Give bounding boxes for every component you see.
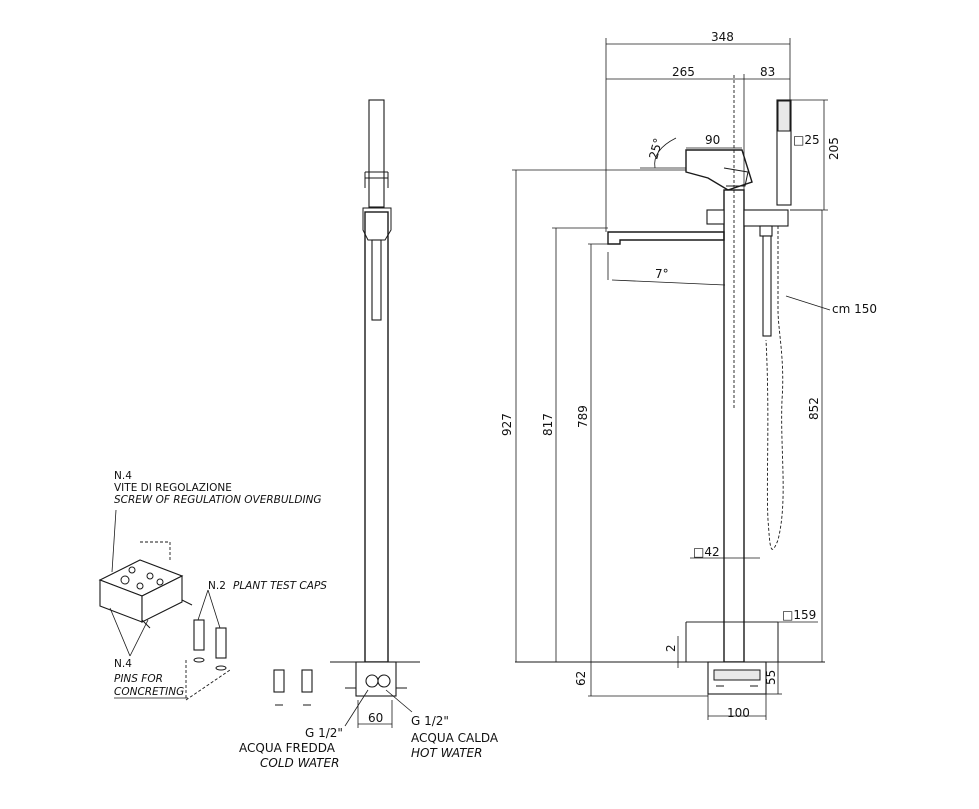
side-inlet-hot — [377, 674, 391, 688]
dim-62-label: 62 — [574, 671, 588, 686]
detail-cap-right — [215, 627, 227, 659]
dim-7deg-label: 7° — [655, 267, 669, 281]
detail-cap-right-washer — [215, 665, 227, 671]
side-holder — [364, 171, 389, 188]
side-inlet-cold — [365, 674, 379, 688]
cold-label-it: ACQUA FREDDA — [239, 741, 336, 755]
leader-hose — [785, 295, 831, 311]
side-holder-bracket — [362, 207, 392, 241]
front-connector — [706, 209, 725, 225]
front-handshower-nozzles — [777, 100, 791, 132]
hot-label-it: ACQUA CALDA — [411, 731, 499, 745]
cold-label-en: COLD WATER — [260, 756, 339, 770]
pins-label-2: CONCRETING — [114, 686, 184, 698]
leader-hot — [385, 689, 413, 713]
dim-100-label: 100 — [727, 706, 750, 720]
inlet-labels: G 1/2" ACQUA FREDDA COLD WATER G 1/2" AC… — [239, 714, 499, 770]
front-hose-nut — [759, 225, 773, 237]
front-holder-arm — [743, 209, 789, 227]
detail-box-hole-1 — [120, 575, 130, 585]
leader-caps-left — [197, 589, 209, 621]
dim-90-label: 90 — [705, 133, 720, 147]
hot-label-en: HOT WATER — [411, 746, 482, 760]
detail-box-hole-4 — [156, 578, 164, 586]
dim-25deg-arc — [654, 137, 677, 169]
dim-hose-label: cm 150 — [832, 302, 877, 316]
dim-55-label: 55 — [764, 670, 778, 685]
dim-265-label: 265 — [672, 65, 695, 79]
front-view — [515, 75, 825, 695]
leader-screws — [111, 509, 117, 573]
front-rosette-sides — [685, 622, 779, 662]
front-lever — [685, 149, 753, 191]
dim-789-label: 789 — [576, 405, 590, 428]
dim-42-label: □42 — [693, 545, 720, 559]
pins-qty: N.4 — [114, 658, 132, 670]
detail-box-hole-3 — [146, 572, 154, 580]
side-view: 60 — [330, 99, 420, 728]
detail-box-hole-5 — [128, 566, 136, 574]
dim-handshower-sq: □25 — [793, 133, 820, 147]
dim-25deg-label: 25° — [646, 137, 665, 161]
dim-83-label: 83 — [760, 65, 775, 79]
cold-thread: G 1/2" — [305, 726, 343, 740]
front-hose — [765, 226, 784, 550]
detail-box-side — [141, 575, 183, 623]
dim-205-label: 205 — [827, 137, 841, 160]
dim-852-label: 852 — [807, 397, 821, 420]
side-handshower — [368, 99, 385, 208]
dim-817-label: 817 — [541, 413, 555, 436]
fitting-left — [273, 669, 285, 693]
front-dimensions: 348 265 83 90 25° 7° □25 205 cm 150 852 … — [500, 30, 877, 720]
fitting-right — [301, 669, 313, 693]
leader-pins-2 — [109, 607, 131, 657]
detail-cap-left — [193, 619, 205, 651]
screws-qty: N.4 — [114, 470, 132, 482]
front-lever-inner — [723, 167, 749, 187]
pins-label-1: PINS FOR — [114, 673, 163, 685]
front-spout — [607, 231, 725, 245]
leader-pins-1 — [129, 619, 149, 657]
dim-159-label: □159 — [782, 608, 816, 622]
caps-label: PLANT TEST CAPS — [233, 580, 327, 592]
detail-cap-left-washer — [193, 657, 205, 663]
dim-2-label: 2 — [664, 644, 678, 652]
detail-guide-dashes — [140, 541, 231, 701]
leader-caps-right — [207, 589, 221, 629]
screws-label-it: VITE DI REGOLAZIONE — [114, 482, 232, 494]
hot-thread: G 1/2" — [411, 714, 449, 728]
dim-348-label: 348 — [711, 30, 734, 44]
installation-detail: N.4 VITE DI REGOLAZIONE SCREW OF REGULAT… — [98, 470, 327, 701]
loose-fittings — [273, 669, 313, 706]
dim-60-label: 60 — [368, 711, 383, 725]
front-base-valve — [713, 669, 761, 681]
dim-7deg-lines — [607, 252, 726, 286]
leader-cold — [344, 689, 369, 727]
dim-927-label: 927 — [500, 413, 514, 436]
side-hose-connector — [371, 239, 382, 321]
detail-box-hole-2 — [136, 582, 144, 590]
screws-label-en: SCREW OF REGULATION OVERBULDING — [114, 494, 322, 506]
caps-qty: N.2 — [208, 580, 226, 592]
front-hose-connector — [762, 235, 772, 337]
